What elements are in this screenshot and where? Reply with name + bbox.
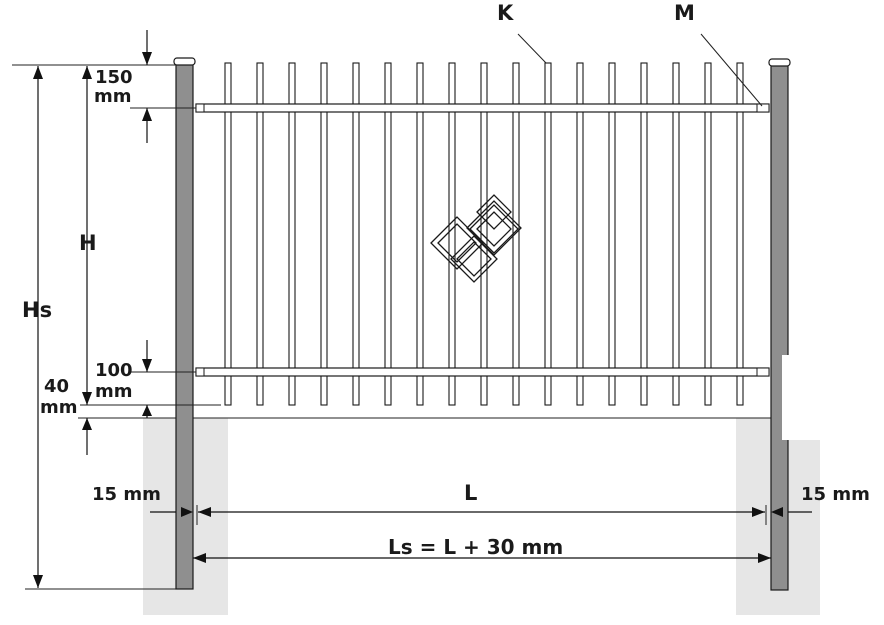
top-gap-arrow-top	[142, 52, 152, 65]
hs-arrow-top	[33, 66, 43, 79]
right-offset-label: 15 mm	[801, 484, 870, 505]
fence-picket	[576, 62, 584, 406]
h-label: H	[79, 231, 97, 255]
bottom-rail-arrow-bottom	[142, 405, 152, 416]
l-label: L	[464, 481, 477, 505]
fence-picket	[448, 62, 456, 406]
fence-picket	[704, 62, 712, 406]
hs-arrow-bottom	[33, 575, 43, 588]
ground-gap-value-label: 40	[44, 376, 69, 397]
fence-picket	[384, 62, 392, 406]
h-arrow-bottom	[82, 392, 92, 405]
fence-picket	[640, 62, 648, 406]
fence-picket	[288, 62, 296, 406]
ls-arrow-left	[193, 553, 206, 563]
bottom-rail	[195, 367, 770, 377]
top-gap-value-label: 150	[95, 67, 133, 88]
fence-picket	[256, 62, 264, 406]
m-label: M	[674, 1, 695, 25]
m-leader-line	[700, 33, 763, 107]
right-post-notch	[782, 355, 790, 440]
hs-label: Hs	[22, 298, 52, 322]
top-gap-unit-label: mm	[94, 86, 132, 107]
l-arrow-right	[752, 507, 765, 517]
bottom-rail-end-left	[195, 367, 205, 377]
bottom-rail-unit-label: mm	[95, 381, 133, 402]
fence-picket	[352, 62, 360, 406]
right-offset-arrow	[771, 507, 783, 517]
ls-label: Ls = L + 30 mm	[388, 535, 563, 559]
fence-pickets	[224, 62, 744, 406]
top-gap-arrow-bottom	[142, 108, 152, 121]
bottom-rail-arrow-top	[142, 359, 152, 372]
fence-picket	[320, 62, 328, 406]
fence-picket	[544, 62, 552, 406]
fence-picket	[672, 62, 680, 406]
top-rail-end-left	[195, 103, 205, 113]
left-offset-arrow	[181, 507, 193, 517]
fence-picket	[416, 62, 424, 406]
left-offset-label: 15 mm	[92, 484, 161, 505]
top-rail-end-right	[756, 103, 770, 113]
k-leader-line	[517, 33, 547, 64]
ground-gap-unit-label: mm	[40, 397, 78, 418]
h-arrow-top	[82, 66, 92, 79]
left-post-cap	[173, 57, 196, 66]
l-arrow-left	[198, 507, 211, 517]
fence-picket	[480, 62, 488, 406]
diamond-ornament	[430, 194, 522, 283]
k-label: K	[497, 1, 514, 25]
top-rail	[195, 103, 770, 113]
bottom-rail-end-right	[756, 367, 770, 377]
fence-picket	[608, 62, 616, 406]
fence-picket	[736, 62, 744, 406]
bottom-rail-value-label: 100	[95, 360, 133, 381]
ls-arrow-right	[758, 553, 771, 563]
right-post-cap	[768, 58, 791, 67]
fence-picket	[224, 62, 232, 406]
